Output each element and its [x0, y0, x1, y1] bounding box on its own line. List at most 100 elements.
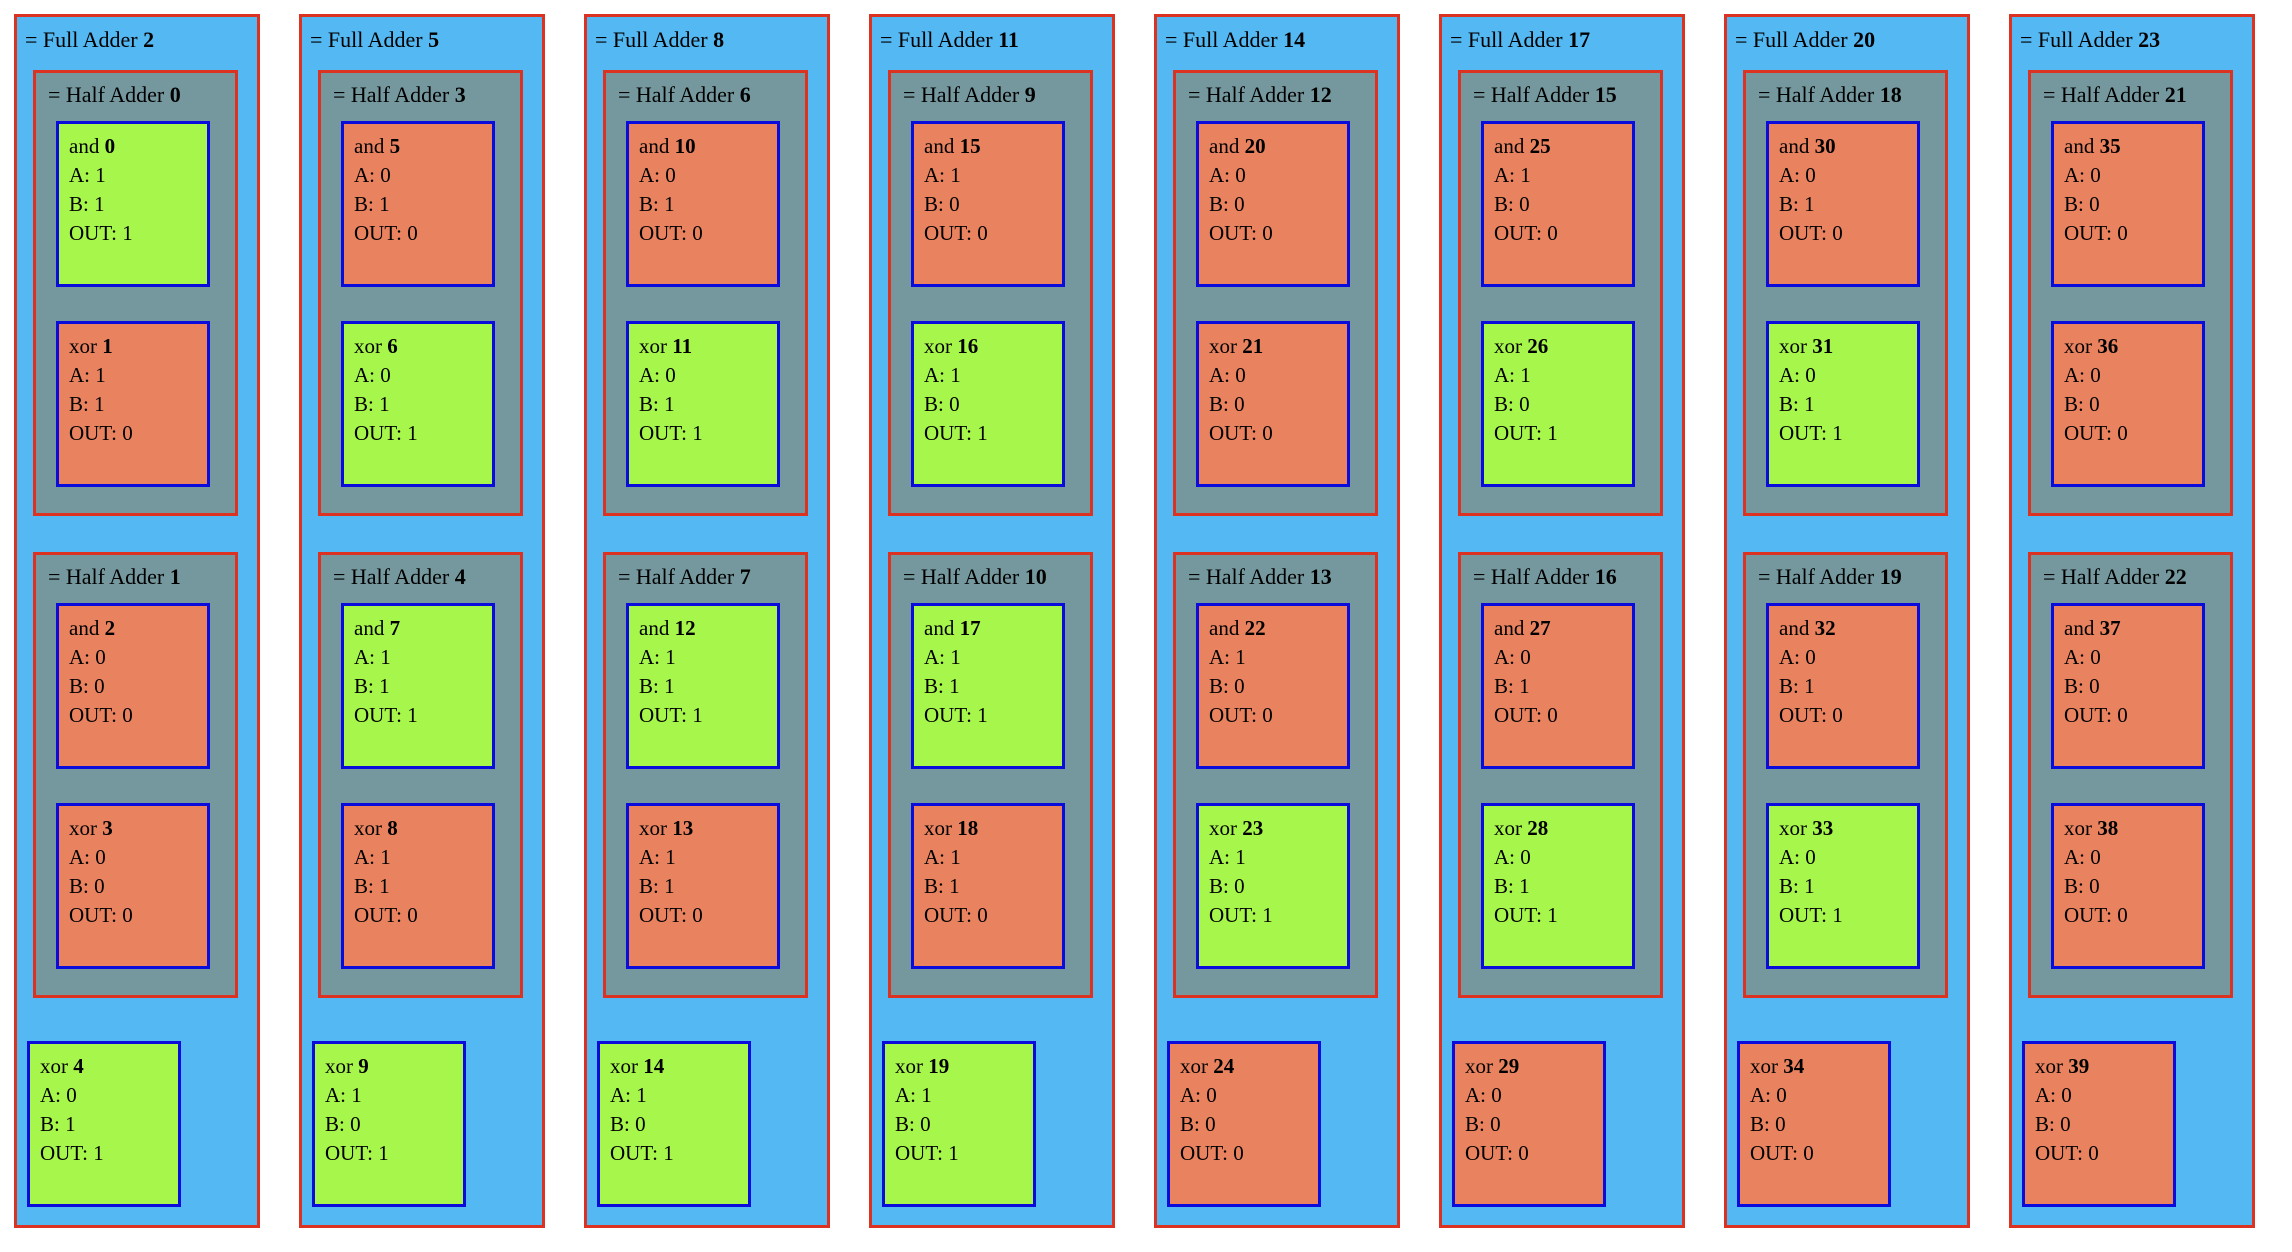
- gate-input-b-row: B: 1: [639, 872, 771, 901]
- full-adder-column: = Full Adder 8 = Half Adder 6 and 10 A: …: [584, 14, 830, 1228]
- input-b-value: 0: [635, 1112, 646, 1136]
- output-label: OUT:: [69, 703, 117, 727]
- gate-type-label: xor: [69, 816, 97, 840]
- half-adder-box: = Half Adder 4 and 7 A: 1 B: 1 OUT: 1 xo…: [318, 552, 523, 998]
- half-adder-box: = Half Adder 10 and 17 A: 1 B: 1 OUT: 1 …: [888, 552, 1093, 998]
- gate-input-b-row: B: 0: [1494, 390, 1626, 419]
- gate-input-a-row: A: 0: [1465, 1081, 1597, 1110]
- gate-input-a-row: A: 0: [2064, 161, 2196, 190]
- half-adder-title: = Half Adder 22: [2043, 563, 2230, 591]
- input-a-label: A:: [69, 845, 90, 869]
- input-a-value: 0: [380, 163, 391, 187]
- gate-input-b-row: B: 1: [1779, 190, 1911, 219]
- gate-id: 1: [102, 334, 113, 358]
- input-b-value: 0: [1490, 1112, 1501, 1136]
- gate-input-a-row: A: 1: [895, 1081, 1027, 1110]
- gate-name-row: and 17: [924, 614, 1056, 643]
- input-b-label: B:: [924, 192, 944, 216]
- half-adder-prefix: = Half Adder: [333, 82, 450, 107]
- input-a-label: A:: [1750, 1083, 1771, 1107]
- input-b-value: 0: [1519, 192, 1530, 216]
- gate-type-label: and: [1494, 134, 1525, 158]
- gate-input-b-row: B: 0: [1750, 1110, 1882, 1139]
- output-value: 1: [948, 1141, 959, 1165]
- gate-output-row: OUT: 0: [639, 901, 771, 930]
- gate-id: 26: [1527, 334, 1549, 358]
- input-a-value: 0: [95, 845, 106, 869]
- half-adder-id: 3: [454, 82, 466, 107]
- half-adder-title: = Half Adder 15: [1473, 81, 1660, 109]
- output-value: 0: [1518, 1141, 1529, 1165]
- half-adder-prefix: = Half Adder: [48, 564, 165, 589]
- and-gate-box: and 7 A: 1 B: 1 OUT: 1: [341, 603, 495, 769]
- input-b-label: B:: [69, 392, 89, 416]
- output-value: 0: [1832, 703, 1843, 727]
- gate-output-row: OUT: 0: [1779, 701, 1911, 730]
- input-a-value: 1: [95, 163, 106, 187]
- gate-input-b-row: B: 0: [1209, 190, 1341, 219]
- and-gate-box: and 10 A: 0 B: 1 OUT: 0: [626, 121, 780, 287]
- input-b-label: B:: [2064, 674, 2084, 698]
- input-a-value: 1: [1520, 363, 1531, 387]
- full-adder-title: = Full Adder 14: [1165, 26, 1397, 54]
- half-adder-prefix: = Half Adder: [2043, 82, 2160, 107]
- half-adder-title: = Half Adder 1: [48, 563, 235, 591]
- input-b-label: B:: [1779, 392, 1799, 416]
- full-adder-id: 5: [428, 27, 440, 52]
- xor-gate-output-box: xor 39 A: 0 B: 0 OUT: 0: [2022, 1041, 2176, 1207]
- gate-input-b-row: B: 0: [2064, 872, 2196, 901]
- input-b-value: 0: [2089, 392, 2100, 416]
- input-a-value: 0: [2061, 1083, 2072, 1107]
- gate-input-a-row: A: 1: [325, 1081, 457, 1110]
- input-b-value: 1: [1804, 674, 1815, 698]
- gate-input-b-row: B: 1: [1779, 672, 1911, 701]
- gate-type-label: and: [1779, 616, 1810, 640]
- gate-output-row: OUT: 0: [924, 219, 1056, 248]
- gate-name-row: and 10: [639, 132, 771, 161]
- gate-input-b-row: B: 1: [1779, 390, 1911, 419]
- half-adder-box: = Half Adder 16 and 27 A: 0 B: 1 OUT: 0 …: [1458, 552, 1663, 998]
- gate-id: 29: [1498, 1054, 1520, 1078]
- gate-input-a-row: A: 1: [354, 643, 486, 672]
- input-a-value: 0: [2090, 845, 2101, 869]
- gate-input-b-row: B: 1: [40, 1110, 172, 1139]
- xor-gate-box: xor 33 A: 0 B: 1 OUT: 1: [1766, 803, 1920, 969]
- half-adder-box: = Half Adder 6 and 10 A: 0 B: 1 OUT: 0 x…: [603, 70, 808, 516]
- input-a-value: 0: [665, 363, 676, 387]
- gate-type-label: xor: [40, 1054, 68, 1078]
- gate-type-label: xor: [2064, 334, 2092, 358]
- output-value: 1: [122, 221, 133, 245]
- output-value: 1: [1547, 421, 1558, 445]
- input-a-value: 0: [665, 163, 676, 187]
- input-a-value: 1: [921, 1083, 932, 1107]
- half-adder-box: = Half Adder 21 and 35 A: 0 B: 0 OUT: 0 …: [2028, 70, 2233, 516]
- xor-gate-box: xor 13 A: 1 B: 1 OUT: 0: [626, 803, 780, 969]
- gate-name-row: xor 24: [1180, 1052, 1312, 1081]
- input-a-value: 0: [66, 1083, 77, 1107]
- half-adder-prefix: = Half Adder: [618, 82, 735, 107]
- input-a-label: A:: [924, 163, 945, 187]
- output-value: 0: [1832, 221, 1843, 245]
- half-adder-prefix: = Half Adder: [48, 82, 165, 107]
- gate-id: 12: [674, 616, 696, 640]
- half-adder-id: 1: [169, 564, 181, 589]
- gate-input-a-row: A: 1: [1494, 361, 1626, 390]
- half-adder-box: = Half Adder 9 and 15 A: 1 B: 0 OUT: 0 x…: [888, 70, 1093, 516]
- output-value: 1: [663, 1141, 674, 1165]
- gate-input-a-row: A: 0: [69, 843, 201, 872]
- input-b-label: B:: [69, 192, 89, 216]
- output-value: 1: [407, 421, 418, 445]
- gate-id: 17: [959, 616, 981, 640]
- gate-id: 24: [1213, 1054, 1235, 1078]
- gate-output-row: OUT: 1: [40, 1139, 172, 1168]
- output-label: OUT:: [924, 221, 972, 245]
- input-a-value: 0: [1520, 645, 1531, 669]
- input-b-value: 1: [664, 874, 675, 898]
- gate-type-label: xor: [639, 816, 667, 840]
- gate-output-row: OUT: 0: [1750, 1139, 1882, 1168]
- half-adder-title: = Half Adder 9: [903, 81, 1090, 109]
- gate-output-row: OUT: 0: [1209, 701, 1341, 730]
- gate-input-b-row: B: 1: [354, 390, 486, 419]
- gate-output-row: OUT: 0: [1494, 701, 1626, 730]
- output-label: OUT:: [69, 221, 117, 245]
